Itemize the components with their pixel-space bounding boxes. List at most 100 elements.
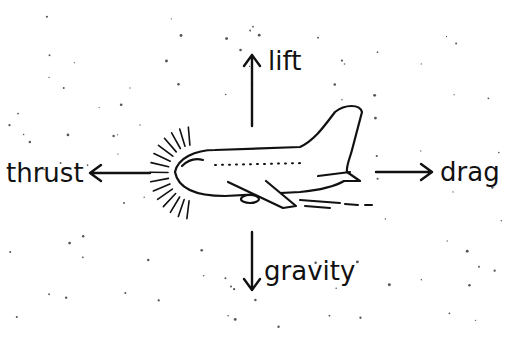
air-dot <box>452 191 453 192</box>
air-dot <box>63 87 65 89</box>
sparkle-line <box>151 163 169 167</box>
air-dot <box>335 287 337 289</box>
sparkle-line <box>158 189 173 199</box>
air-dot <box>117 153 118 154</box>
air-dot <box>200 249 203 252</box>
drag-arrow <box>376 164 432 180</box>
air-dot <box>234 318 237 321</box>
air-dot <box>344 63 346 65</box>
air-dot <box>446 36 447 37</box>
airplane <box>175 106 362 208</box>
air-dot <box>147 259 149 261</box>
speed-lines <box>300 200 372 208</box>
air-dot <box>254 299 256 301</box>
air-dot <box>16 316 18 318</box>
air-dot <box>99 107 100 108</box>
air-dot <box>455 43 457 45</box>
air-dot <box>277 326 279 328</box>
air-dot <box>491 186 493 188</box>
air-dot <box>158 299 160 301</box>
air-dot <box>239 49 242 52</box>
air-dot <box>334 83 337 86</box>
sparkle-line <box>188 127 190 145</box>
windows <box>215 163 305 165</box>
air-dot <box>377 51 379 53</box>
air-dot <box>249 30 251 32</box>
air-dot <box>487 97 489 99</box>
sparkle-line <box>153 184 170 191</box>
air-dot <box>48 77 49 78</box>
sparkle-line <box>154 154 170 162</box>
air-dot <box>65 296 67 298</box>
air-dot <box>377 178 379 180</box>
air-dot <box>258 34 261 37</box>
air-dot <box>227 315 229 317</box>
air-dot <box>341 99 343 101</box>
air-dot <box>447 240 448 241</box>
sparkle-line <box>164 138 176 152</box>
sparkle-line <box>172 133 181 149</box>
air-dot <box>494 269 496 271</box>
air-dot <box>224 277 226 279</box>
thrust-arrow <box>90 165 150 181</box>
air-dot <box>23 134 25 136</box>
air-dot <box>177 83 180 86</box>
air-dot <box>356 261 359 264</box>
air-dot <box>249 66 250 67</box>
sparkle-line <box>151 178 169 181</box>
air-dot <box>68 242 71 245</box>
air-dot <box>129 87 130 88</box>
air-dot <box>498 152 500 154</box>
air-dot <box>466 250 469 253</box>
air-dot <box>46 16 48 18</box>
force-label: thrust <box>6 160 84 186</box>
air-dot <box>124 292 126 294</box>
air-dot <box>421 279 422 280</box>
air-dot <box>203 275 205 277</box>
air-dot <box>230 285 232 287</box>
air-dot <box>49 54 51 56</box>
air-dot <box>29 141 31 143</box>
sparkle-line <box>158 145 172 156</box>
air-dot <box>454 94 455 95</box>
air-dot <box>112 135 114 137</box>
air-dot <box>341 59 343 61</box>
air-dot <box>225 94 227 96</box>
air-dot <box>374 117 377 120</box>
air-dot <box>82 235 84 237</box>
air-dot <box>317 37 319 39</box>
air-dot <box>478 266 480 268</box>
sparkle-line <box>170 197 179 212</box>
air-dot <box>233 288 235 290</box>
air-dot <box>123 202 125 204</box>
air-dot <box>501 220 502 221</box>
air-dot <box>468 284 471 287</box>
force-label: lift <box>268 48 301 74</box>
air-dot <box>252 26 254 28</box>
air-dot <box>329 315 331 317</box>
sparkle-line <box>187 201 189 219</box>
air-dot <box>8 124 10 126</box>
force-label: drag <box>440 159 500 185</box>
air-dot <box>143 197 144 198</box>
air-dot <box>373 94 376 97</box>
air-dot <box>376 155 378 157</box>
air-dot <box>420 150 421 151</box>
air-dot <box>171 18 172 19</box>
air-dot <box>448 312 450 314</box>
air-dot <box>17 113 19 115</box>
air-dot <box>388 283 391 286</box>
air-dot <box>74 62 75 63</box>
air-dot <box>82 256 84 258</box>
air-dot <box>225 37 228 40</box>
air-dot <box>165 60 168 63</box>
air-dot <box>385 218 386 219</box>
air-dot <box>117 134 118 135</box>
lift-arrow <box>244 55 260 126</box>
air-dot <box>139 124 140 125</box>
sparkle-line <box>150 171 168 173</box>
sparkle-line <box>180 129 185 146</box>
air-dot <box>48 293 50 295</box>
force-label: gravity <box>264 258 355 284</box>
